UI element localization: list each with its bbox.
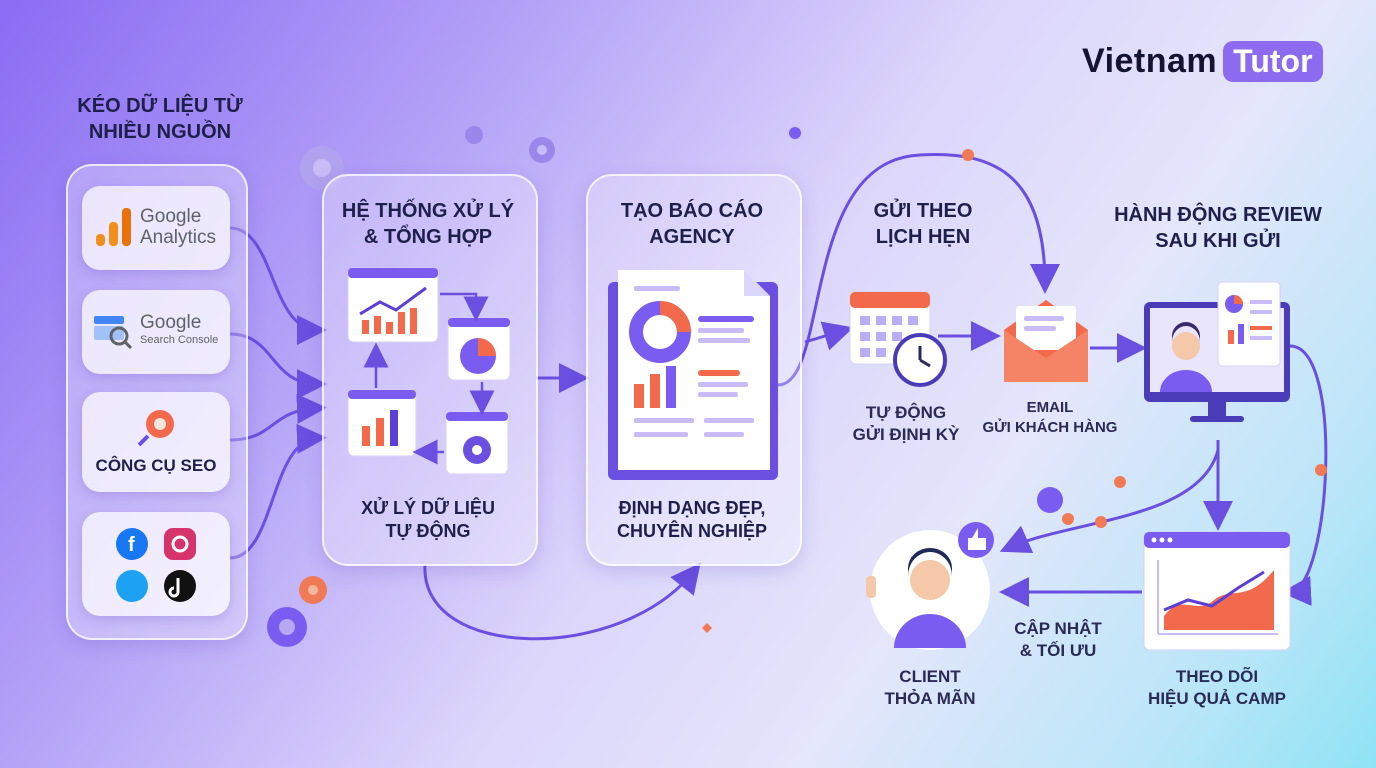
- report-title-line1: TẠO BÁO CÁO: [620, 200, 764, 222]
- google-analytics-line1: Google: [140, 206, 202, 227]
- google-analytics-card[interactable]: Google Analytics: [82, 186, 230, 270]
- schedule-title-line1: GỬI THEO: [873, 200, 973, 222]
- report-title: TẠO BÁO CÁO AGENCY: [586, 198, 798, 250]
- search-console-card[interactable]: Google Search Console: [82, 290, 230, 374]
- tracking-label: THEO DÕI HIỆU QUẢ CAMP: [1126, 666, 1308, 710]
- satisfied-client-icon: [866, 522, 994, 650]
- sources-title-line1: KÉO DỮ LIỆU TỪ: [77, 95, 243, 117]
- calendar-clock-icon: [849, 291, 947, 387]
- brand-name-part1: Vietnam: [1082, 41, 1218, 80]
- processing-caption: XỬ LÝ DỮ LIỆU TỰ ĐỘNG: [322, 497, 534, 543]
- client-satisfied-line1: CLIENT: [899, 667, 961, 686]
- campaign-tracking-icon: [1143, 531, 1291, 651]
- schedule-title: GỬI THEO LỊCH HẸN: [840, 198, 1006, 250]
- seo-tools-card[interactable]: CÔNG CỤ SEO: [82, 392, 230, 492]
- tiktok-icon: [164, 570, 196, 602]
- search-console-line2: Search Console: [140, 334, 219, 346]
- processing-caption-line1: XỬ LÝ DỮ LIỆU: [361, 498, 495, 518]
- email-label-line2: GỬI KHÁCH HÀNG: [982, 419, 1118, 436]
- sync-icon: [1037, 487, 1063, 513]
- gear-icon-deco-2: [267, 126, 555, 647]
- social-sources-card[interactable]: f: [82, 512, 230, 616]
- svg-text:f: f: [128, 534, 135, 556]
- instagram-icon: [164, 528, 196, 560]
- report-document-icon: [608, 270, 778, 480]
- auto-send-label: TỰ ĐỘNG GỬI ĐỊNH KỲ: [836, 402, 976, 446]
- processing-caption-line2: TỰ ĐỘNG: [385, 521, 471, 541]
- search-console-line1: Google: [140, 312, 202, 333]
- tracking-label-line1: THEO DÕI: [1175, 667, 1259, 686]
- review-title-line2: SAU KHI GỬI: [1155, 230, 1281, 252]
- processing-title-line1: HỆ THỐNG XỬ LÝ: [341, 200, 515, 222]
- google-analytics-line2: Analytics: [140, 227, 217, 248]
- monitor-review-icon: [1144, 281, 1290, 422]
- update-optimize-label: CẬP NHẬT & TỐI ƯU: [990, 618, 1126, 662]
- facebook-icon: [116, 528, 148, 560]
- report-caption: ĐỊNH DẠNG ĐẸP, CHUYÊN NGHIỆP: [586, 497, 798, 543]
- review-title-line1: HÀNH ĐỘNG REVIEW: [1114, 204, 1322, 226]
- sources-title-line2: NHIỀU NGUỒN: [88, 121, 232, 143]
- email-label-line1: EMAIL: [1026, 399, 1074, 416]
- update-optimize-line1: CẬP NHẬT: [1014, 619, 1102, 638]
- client-satisfied-label: CLIENT THỎA MÃN: [858, 666, 1002, 710]
- twitter-icon: [116, 570, 148, 602]
- client-satisfied-line2: THỎA MÃN: [884, 689, 976, 708]
- report-caption-line1: ĐỊNH DẠNG ĐẸP,: [618, 498, 766, 518]
- report-caption-line2: CHUYÊN NGHIỆP: [616, 521, 768, 541]
- brand-name-part2: Tutor: [1223, 40, 1323, 82]
- auto-send-line2: GỬI ĐỊNH KỲ: [852, 425, 960, 444]
- search-console-icon: [94, 316, 133, 350]
- processing-illustration: [347, 267, 511, 475]
- seo-tools-label: CÔNG CỤ SEO: [95, 456, 217, 475]
- schedule-title-line2: LỊCH HẸN: [875, 226, 971, 248]
- processing-title: HỆ THỐNG XỬ LÝ & TỔNG HỢP: [322, 198, 534, 250]
- report-title-line2: AGENCY: [649, 226, 735, 248]
- brand-logo: Vietnam Tutor: [1082, 38, 1323, 84]
- review-title: HÀNH ĐỘNG REVIEW SAU KHI GỬI: [1092, 202, 1344, 254]
- email-label: EMAIL GỬI KHÁCH HÀNG: [970, 398, 1130, 438]
- processing-title-line2: & TỔNG HỢP: [363, 226, 493, 248]
- update-optimize-line2: & TỐI ƯU: [1019, 641, 1097, 660]
- tracking-label-line2: HIỆU QUẢ CAMP: [1148, 689, 1286, 708]
- sources-title: KÉO DỮ LIỆU TỪ NHIỀU NGUỒN: [60, 93, 260, 145]
- google-analytics-icon: [96, 208, 131, 246]
- social-icons: f: [116, 528, 196, 602]
- email-envelope-icon: [1004, 300, 1088, 382]
- seo-gear-icon: [137, 410, 174, 447]
- auto-send-line1: TỰ ĐỘNG: [865, 403, 947, 422]
